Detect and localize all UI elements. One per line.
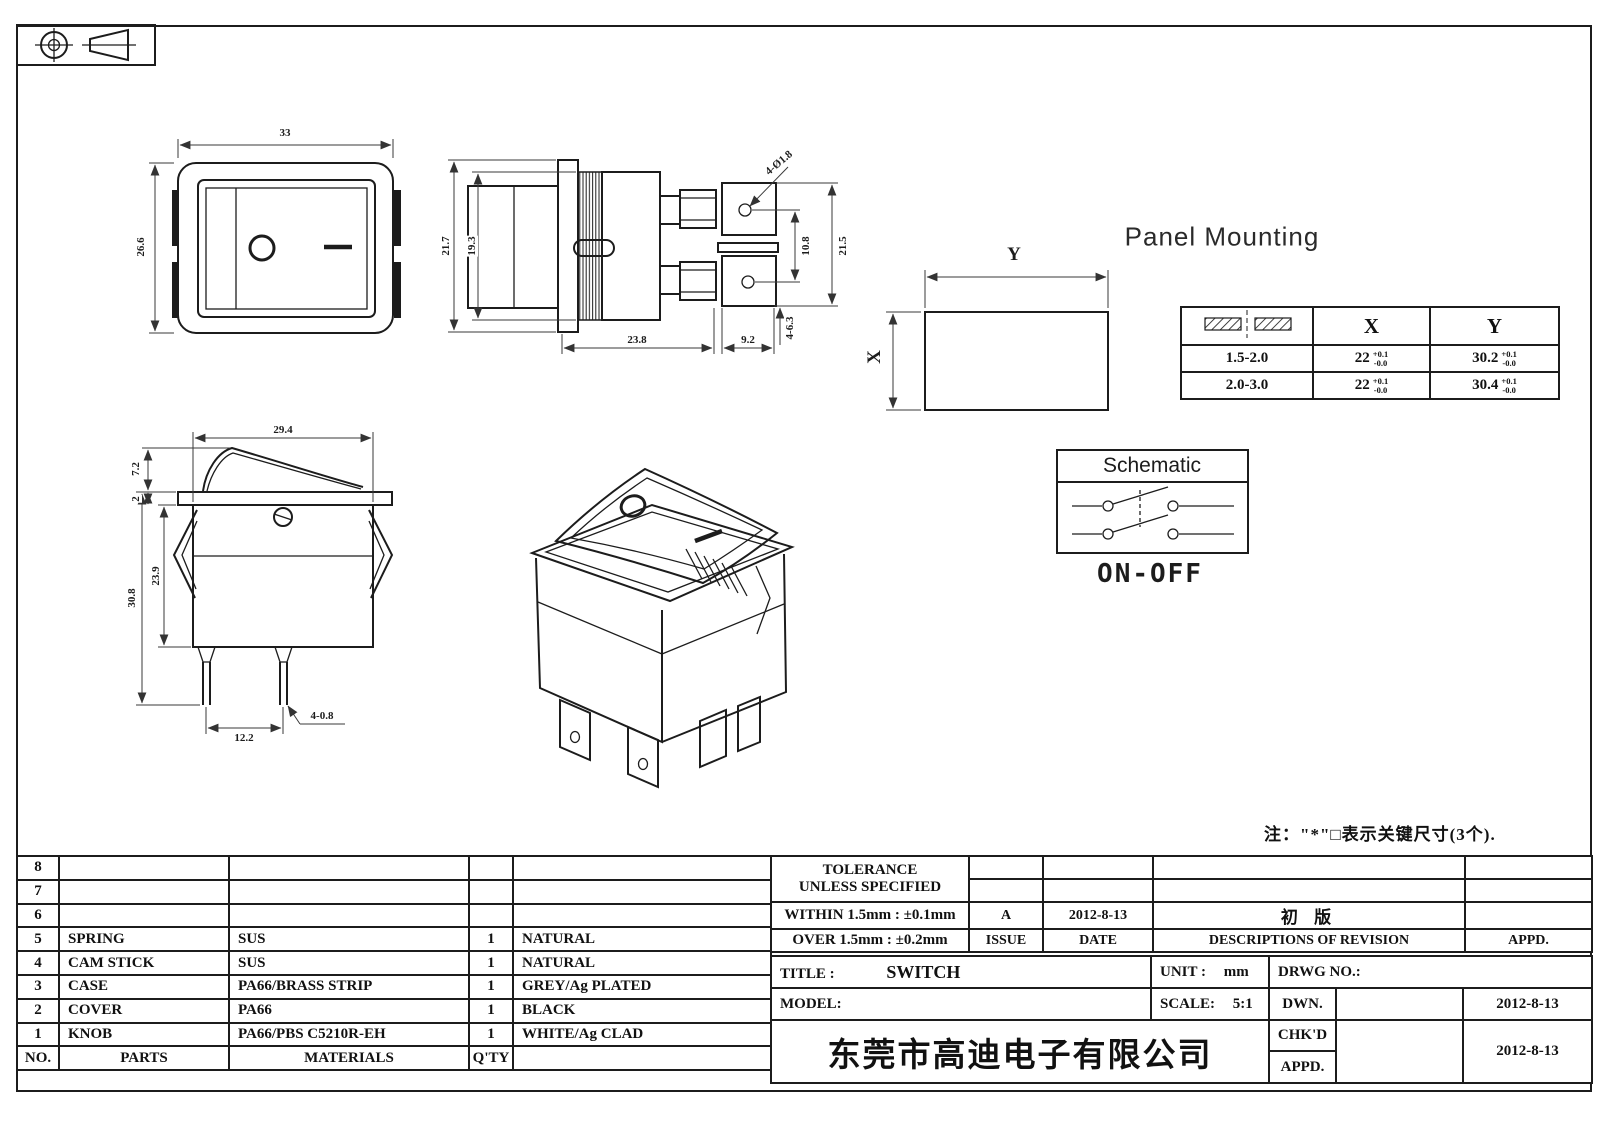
dim-sec-body: 23.9 (150, 565, 162, 587)
detent-screw (273, 507, 293, 527)
dim-side-tail: 9.2 (740, 334, 756, 346)
off-symbol (619, 494, 647, 518)
chkd-signature-cell (1335, 1019, 1464, 1084)
panel-table-row: 2.0-3.0 22+0.1-0.0 30.4+0.1-0.0 (1180, 371, 1560, 400)
on-symbol (694, 528, 723, 544)
parts-row-6: 6 (16, 902, 772, 929)
panel-table-row: 1.5-2.0 22+0.1-0.0 30.2+0.1-0.0 (1180, 344, 1560, 373)
dwn-label: DWN. (1268, 987, 1337, 1021)
revision-date: 2012-8-13 (1042, 901, 1154, 930)
scale-cell: SCALE: 5:1 (1150, 987, 1270, 1021)
panel-thickness-range: 2.0-3.0 (1180, 371, 1314, 400)
tolerance-within: WITHIN 1.5mm : ±0.1mm (770, 901, 970, 930)
revision-issue: A (968, 901, 1044, 930)
cutout-x-label: X (864, 349, 886, 365)
schematic-diagram (1056, 449, 1249, 554)
dwn-date: 2012-8-13 (1462, 987, 1593, 1021)
revision-date-header: DATE (1042, 928, 1154, 953)
panel-thickness-icon (1204, 309, 1292, 338)
dim-sec-total: 30.8 (126, 587, 138, 609)
drawing-views-canvas (16, 24, 1249, 789)
panel-x-value: 22+0.1-0.0 (1312, 344, 1431, 373)
on-off-label: ON-OFF (1097, 559, 1203, 589)
schematic-heading: Schematic (1102, 454, 1202, 477)
terminal-hole (738, 203, 752, 217)
title-block: TITLE : SWITCH UNIT : mm DRWG NO.: MODEL… (770, 955, 1593, 1084)
key-dimension-note: 注："*"□表示关键尺寸(3个). (1264, 825, 1496, 844)
dim-front-width: 33 (278, 127, 292, 139)
terminal-hole (741, 275, 755, 289)
parts-row-8: 8 (16, 855, 772, 881)
revision-appd-value (1464, 901, 1593, 930)
panel-cutout-view (886, 270, 1109, 411)
revision-header-row: OVER 1.5mm : ±0.2mm ISSUE DATE DESCRIPTI… (770, 928, 1593, 953)
revision-desc-header: DESCRIPTIONS OF REVISION (1152, 928, 1466, 953)
model-row: MODEL: SCALE: 5:1 DWN. 2012-8-13 (770, 987, 1593, 1021)
panel-mounting-table: X Y 1.5-2.0 22+0.1-0.0 30.2+0.1-0.0 2.0-… (1180, 306, 1560, 400)
dim-side-depth: 23.8 (626, 334, 648, 346)
target-symbol-icon (35, 28, 73, 62)
dim-sec-pins: 4-0.8 (309, 710, 335, 722)
panel-x-value: 22+0.1-0.0 (1312, 371, 1431, 400)
revision-entry-row: WITHIN 1.5mm : ±0.1mm A 2012-8-13 初 版 (770, 901, 1593, 930)
dim-sec-width: 29.4 (272, 424, 294, 436)
parts-row-7: 7 (16, 878, 772, 905)
dim-side-height-inner: 19.3 (466, 235, 478, 257)
mounting-wing-left (172, 509, 198, 599)
drawing-title: SWITCH (886, 961, 961, 982)
appd-row: APPD. (771, 1050, 1592, 1084)
panel-y-value: 30.4+0.1-0.0 (1429, 371, 1560, 400)
chkd-row: 东莞市高迪电子有限公司 CHK'D 2012-8-13 (770, 1019, 1593, 1084)
revision-empty-row (771, 878, 1593, 903)
panel-mounting-heading: Panel Mounting (1124, 221, 1320, 252)
dim-side-height-outer: 21.7 (440, 235, 452, 257)
panel-thickness-symbol-cell (1180, 306, 1314, 346)
unit-cell: UNIT : mm (1150, 955, 1270, 989)
dim-sec-bezel: 2 (130, 495, 142, 503)
title-cell: TITLE : SWITCH (770, 955, 1152, 989)
projection-symbol-box (16, 24, 156, 66)
dim-side-tabs: 4-6.3 (784, 315, 796, 341)
tolerance-over: OVER 1.5mm : ±0.2mm (770, 928, 970, 953)
front-view (149, 139, 401, 334)
dim-side-gap: 10.8 (800, 235, 812, 257)
first-angle-projection-icon (82, 28, 136, 62)
panel-table-col-y: Y (1429, 306, 1560, 346)
side-view (448, 159, 838, 354)
panel-table-col-x: X (1312, 306, 1431, 346)
company-name: 东莞市高迪电子有限公司 (770, 1019, 1270, 1084)
drwg-no-cell: DRWG NO.: (1268, 955, 1593, 989)
cutout-y-label: Y (1006, 244, 1022, 266)
dim-front-height: 26.6 (135, 236, 147, 258)
dim-sec-pitch: 12.2 (233, 732, 255, 744)
revision-issue-header: ISSUE (968, 928, 1044, 953)
dim-sec-rocker: 7.2 (130, 461, 142, 477)
chkd-label: CHK'D (1268, 1019, 1337, 1052)
section-view (136, 432, 394, 734)
model-cell: MODEL: (770, 987, 1152, 1021)
panel-y-value: 30.2+0.1-0.0 (1429, 344, 1560, 373)
dwn-signature-cell (1335, 987, 1464, 1021)
dim-side-span: 21.5 (837, 235, 849, 257)
revision-description: 初 版 (1152, 901, 1466, 930)
panel-thickness-range: 1.5-2.0 (1180, 344, 1314, 373)
appd-label: APPD. (1268, 1050, 1337, 1084)
mounting-wing-right (368, 509, 394, 599)
off-symbol (248, 234, 276, 262)
isometric-view (529, 467, 795, 789)
sheet-border (16, 25, 1592, 1092)
chkd-date: 2012-8-13 (1462, 1019, 1593, 1084)
revision-appd-header: APPD. (1464, 928, 1593, 953)
title-row: TITLE : SWITCH UNIT : mm DRWG NO.: (770, 955, 1593, 989)
